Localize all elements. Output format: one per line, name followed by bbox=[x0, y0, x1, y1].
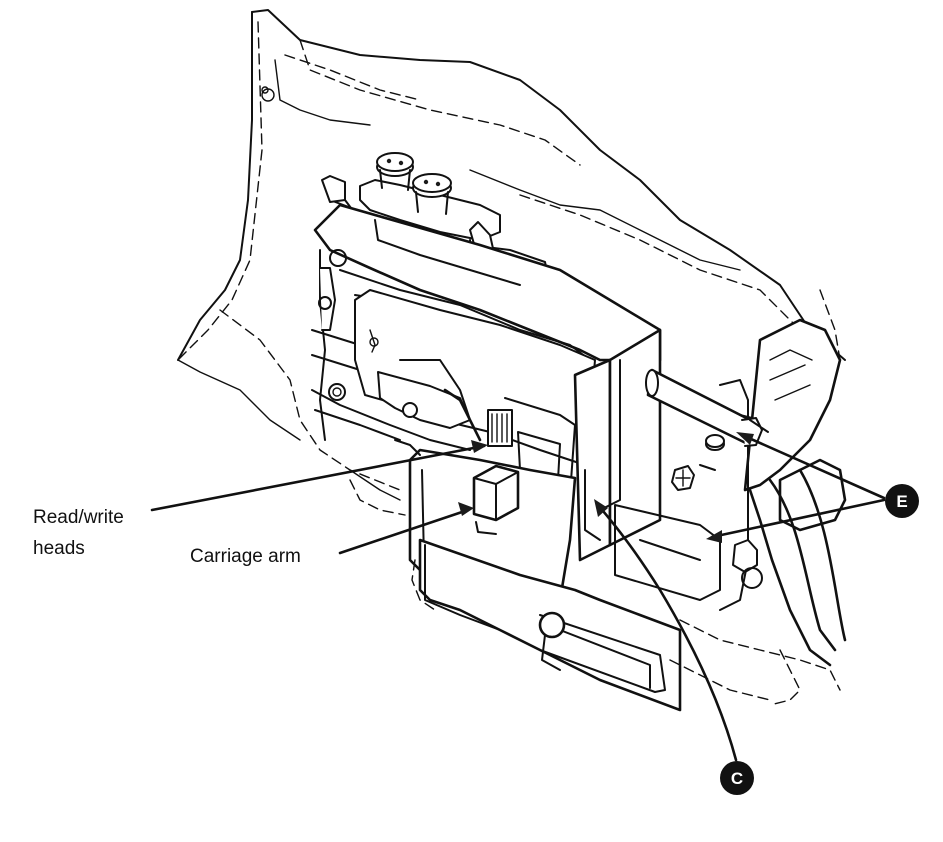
label-carriage-arm: Carriage arm bbox=[190, 546, 301, 567]
label-read-write-line2: heads bbox=[33, 538, 85, 559]
callout-e-arrowhead-lower bbox=[706, 530, 722, 543]
label-read-write-line1: Read/write bbox=[33, 507, 124, 528]
callout-e-arrowhead-upper bbox=[736, 432, 754, 445]
chassis-casting bbox=[177, 9, 846, 491]
read-write-heads-leader bbox=[150, 444, 486, 512]
callout-c-marker bbox=[720, 761, 754, 795]
head-assembly bbox=[354, 289, 596, 496]
callout-e-leader-upper bbox=[740, 433, 886, 500]
carriage-arm-arrowhead bbox=[458, 502, 474, 516]
callout-e-leader-lower bbox=[710, 498, 886, 539]
read-write-heads-arrowhead bbox=[471, 440, 488, 453]
carriage-arm-block bbox=[472, 464, 520, 535]
callout-e: E bbox=[885, 484, 919, 518]
callout-c-leader bbox=[596, 503, 738, 762]
callout-e-letter: E bbox=[896, 492, 907, 511]
callout-c-arrowhead bbox=[594, 499, 608, 517]
callout-c: C bbox=[720, 761, 754, 795]
carriage-arm-leader bbox=[338, 508, 470, 555]
leader-lines bbox=[150, 432, 886, 762]
callout-c-letter: C bbox=[731, 769, 743, 788]
callout-e-marker bbox=[885, 484, 919, 518]
carriage-base bbox=[349, 439, 841, 712]
side-frame bbox=[573, 318, 847, 667]
